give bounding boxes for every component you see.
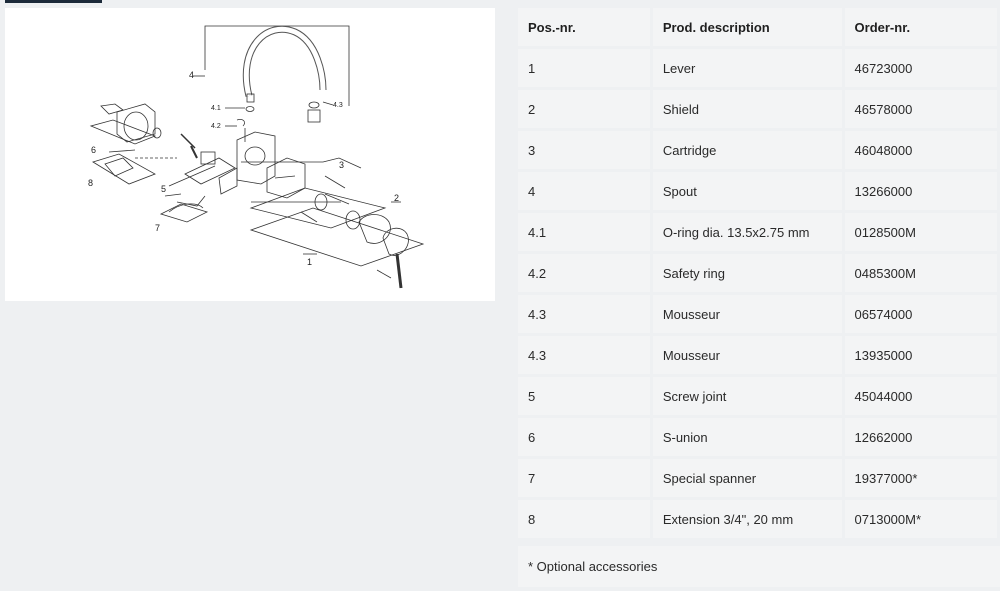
cell-pos: 4.2: [518, 254, 650, 292]
cell-order: 0713000M*: [844, 500, 997, 538]
table-row: 7 Special spanner 19377000*: [518, 459, 997, 497]
table-row: 2 Shield 46578000: [518, 90, 997, 128]
cell-order: 46048000: [844, 131, 997, 169]
cell-order: 46578000: [844, 90, 997, 128]
callout-8: 8: [88, 178, 93, 188]
cell-pos: 5: [518, 377, 650, 415]
table-row: 8 Extension 3/4", 20 mm 0713000M*: [518, 500, 997, 538]
cell-order: 13935000: [844, 336, 997, 374]
header-order: Order-nr.: [844, 8, 997, 46]
table-row: 4.3 Mousseur 06574000: [518, 295, 997, 333]
cell-order: 46723000: [844, 49, 997, 87]
table-row: 6 S-union 12662000: [518, 418, 997, 456]
cell-pos: 4.1: [518, 213, 650, 251]
cell-order: 0128500M: [844, 213, 997, 251]
optional-accessories-footnote: * Optional accessories: [518, 546, 1000, 587]
callout-4-2: 4.2: [211, 123, 221, 130]
table-body: 1 Lever 46723000 2 Shield 46578000 3 Car…: [518, 49, 997, 538]
diagram-callouts: 4 4.1 4.2 4.3 3 2 1 5 6 7 8: [88, 70, 399, 267]
table-row: 4.2 Safety ring 0485300M: [518, 254, 997, 292]
header-pos: Pos.-nr.: [518, 8, 650, 46]
cell-order: 12662000: [844, 418, 997, 456]
cell-pos: 3: [518, 131, 650, 169]
callout-4: 4: [189, 70, 194, 80]
cell-order: 13266000: [844, 172, 997, 210]
cell-pos: 2: [518, 90, 650, 128]
header-description: Prod. description: [652, 8, 842, 46]
callout-2: 2: [394, 193, 399, 203]
table-row: 3 Cartridge 46048000: [518, 131, 997, 169]
table-header-row: Pos.-nr. Prod. description Order-nr.: [518, 8, 997, 46]
cell-description: S-union: [652, 418, 842, 456]
cell-description: Safety ring: [652, 254, 842, 292]
table-row: 4.1 O-ring dia. 13.5x2.75 mm 0128500M: [518, 213, 997, 251]
cell-description: Screw joint: [652, 377, 842, 415]
cell-description: Extension 3/4", 20 mm: [652, 500, 842, 538]
spare-parts-table: Pos.-nr. Prod. description Order-nr. 1 L…: [515, 5, 1000, 541]
cell-order: 0485300M: [844, 254, 997, 292]
table-row: 1 Lever 46723000: [518, 49, 997, 87]
cell-order: 19377000*: [844, 459, 997, 497]
callout-5: 5: [161, 184, 166, 194]
cell-description: Mousseur: [652, 295, 842, 333]
exploded-view-diagram: 4 4.1 4.2 4.3 3 2 1 5 6 7 8: [5, 8, 495, 301]
callout-4-1: 4.1: [211, 105, 221, 112]
callout-7: 7: [155, 223, 160, 233]
cell-description: Cartridge: [652, 131, 842, 169]
top-accent-bar: [5, 0, 102, 3]
cell-pos: 8: [518, 500, 650, 538]
cell-description: Spout: [652, 172, 842, 210]
table-row: 4 Spout 13266000: [518, 172, 997, 210]
cell-description: O-ring dia. 13.5x2.75 mm: [652, 213, 842, 251]
table-row: 4.3 Mousseur 13935000: [518, 336, 997, 374]
cell-pos: 1: [518, 49, 650, 87]
cell-pos: 4.3: [518, 295, 650, 333]
callout-1: 1: [307, 257, 312, 267]
cell-description: Special spanner: [652, 459, 842, 497]
cell-description: Mousseur: [652, 336, 842, 374]
cell-pos: 4.3: [518, 336, 650, 374]
cell-order: 06574000: [844, 295, 997, 333]
table-row: 5 Screw joint 45044000: [518, 377, 997, 415]
callout-3: 3: [339, 160, 344, 170]
cell-pos: 7: [518, 459, 650, 497]
cell-description: Shield: [652, 90, 842, 128]
cell-pos: 6: [518, 418, 650, 456]
callout-6: 6: [91, 145, 96, 155]
exploded-view-drawing: 4 4.1 4.2 4.3 3 2 1 5 6 7 8: [88, 25, 425, 289]
cell-description: Lever: [652, 49, 842, 87]
cell-pos: 4: [518, 172, 650, 210]
cell-order: 45044000: [844, 377, 997, 415]
callout-4-3: 4.3: [333, 102, 343, 109]
